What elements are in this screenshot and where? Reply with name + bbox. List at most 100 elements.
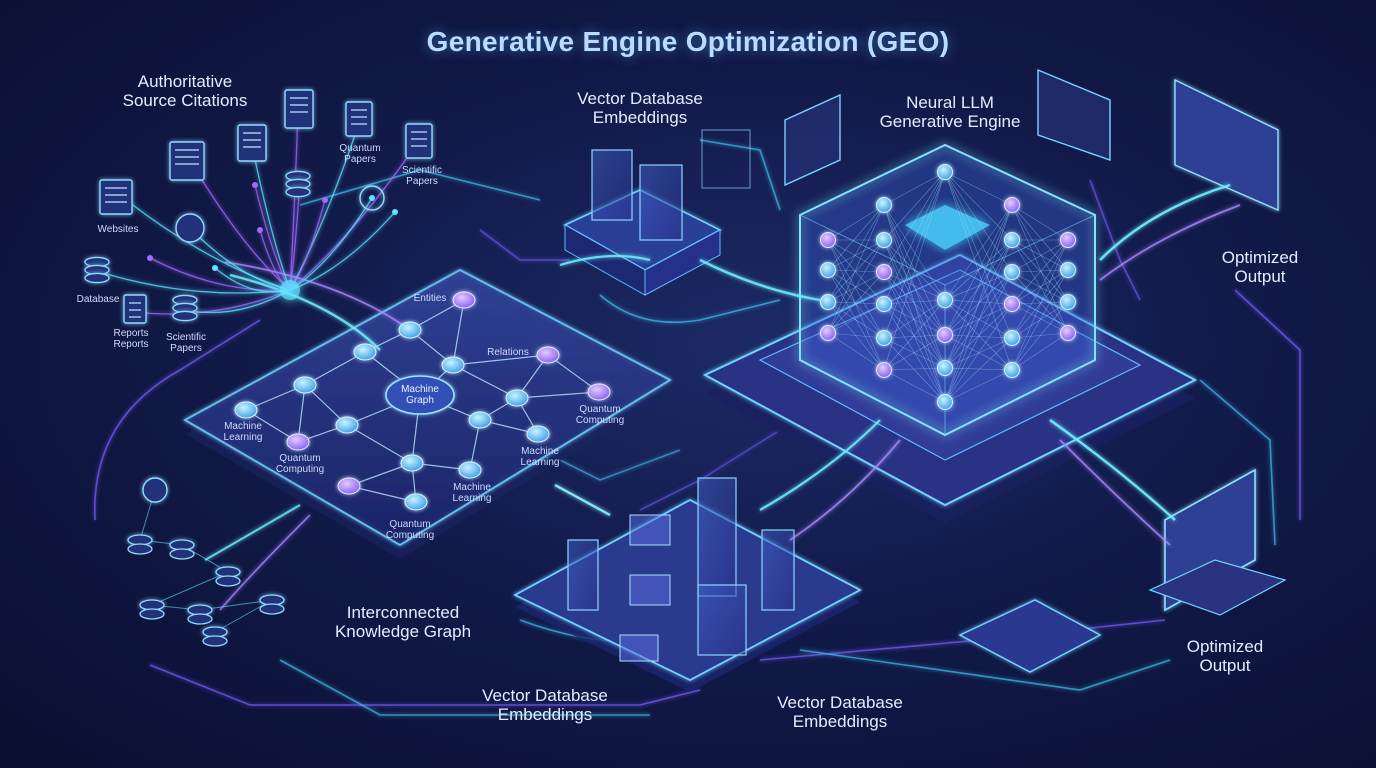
- graph-node: [398, 321, 422, 339]
- database-icon: [169, 548, 195, 560]
- citation-dot: [369, 195, 375, 201]
- neural-llm-cube: [799, 143, 1096, 437]
- nn-edge: [944, 204, 1013, 336]
- nn-edge: [883, 171, 946, 339]
- nn-edge: [883, 299, 946, 305]
- nn-edge: [1011, 204, 1069, 271]
- database-icon: [285, 186, 311, 198]
- nn-edge: [827, 301, 885, 339]
- nn-edge: [1011, 332, 1069, 339]
- nn-edge: [944, 299, 1013, 371]
- nn-edge: [883, 303, 946, 403]
- nn-edge: [944, 171, 1013, 305]
- globe-icon: [142, 477, 168, 503]
- graph-node: [587, 383, 611, 401]
- graph-edge: [452, 364, 518, 399]
- nn-edge: [944, 171, 1013, 273]
- nn-node: [937, 360, 953, 376]
- document-icon: [237, 124, 267, 162]
- nn-edge: [827, 239, 885, 271]
- nn-edge: [827, 239, 885, 303]
- nn-node: [937, 327, 953, 343]
- cluster-edge: [151, 571, 229, 606]
- nn-edge: [883, 271, 946, 403]
- nn-node: [1060, 294, 1076, 310]
- nn-edge: [827, 204, 885, 303]
- nn-edge: [944, 204, 1013, 369]
- graph-node: [234, 401, 258, 419]
- citation-dot: [212, 265, 218, 271]
- nn-node: [876, 264, 892, 280]
- graph-node: [526, 425, 550, 443]
- nn-node: [1004, 232, 1020, 248]
- nn-edge: [1011, 332, 1069, 371]
- knowledge-graph-nodes: [234, 291, 611, 511]
- citation-line: [189, 227, 291, 291]
- label-entities: Entities: [413, 293, 447, 304]
- nn-edge: [944, 239, 1013, 301]
- graph-edge: [346, 424, 413, 464]
- nn-edge: [944, 204, 1013, 301]
- nn-edge: [944, 204, 1013, 403]
- database-icon: [202, 635, 228, 647]
- graph-node: [335, 416, 359, 434]
- nn-edge: [827, 301, 885, 305]
- nn-edge: [827, 269, 885, 339]
- nn-edge: [944, 367, 1013, 371]
- nn-edge: [883, 369, 946, 403]
- citation-line: [289, 197, 373, 291]
- nn-node: [937, 394, 953, 410]
- nn-edge: [883, 171, 946, 371]
- citation-dot: [392, 209, 398, 215]
- nn-edge: [1011, 301, 1069, 371]
- graph-node: [293, 376, 317, 394]
- nn-edge: [944, 239, 1013, 369]
- bottom-left-database-cluster: [127, 477, 285, 647]
- citation-dot: [322, 197, 328, 203]
- nn-edge: [827, 204, 885, 241]
- neural-network-edges: [827, 171, 1069, 403]
- nn-edge: [883, 171, 946, 305]
- nn-edge: [827, 332, 885, 371]
- database-icon: [127, 543, 153, 555]
- neural-network-nodes: [820, 164, 1076, 410]
- nn-node: [820, 232, 836, 248]
- nn-edge: [827, 271, 885, 334]
- nn-edge: [944, 239, 1013, 403]
- graph-node: [468, 411, 492, 429]
- database-icon: [172, 310, 198, 322]
- vector-db-bottom-platform: [513, 477, 862, 692]
- nn-node: [820, 325, 836, 341]
- nn-edge: [827, 332, 885, 339]
- nn-edge: [827, 204, 885, 271]
- citation-line: [184, 289, 291, 314]
- graph-edge: [304, 351, 366, 386]
- nn-edge: [1011, 239, 1069, 334]
- nn-edge: [883, 204, 946, 336]
- nn-edge: [1011, 204, 1069, 334]
- nn-edge: [883, 337, 946, 369]
- nn-edge: [1011, 269, 1069, 371]
- label-relations: Relations: [487, 347, 529, 358]
- nn-node: [876, 232, 892, 248]
- nn-edge: [883, 299, 946, 339]
- nn-edge: [827, 239, 885, 339]
- graph-edge: [452, 299, 465, 366]
- source-icons: [84, 89, 433, 324]
- data-streams: [204, 183, 1241, 611]
- nn-edge: [883, 334, 946, 339]
- nn-edge: [944, 337, 1013, 403]
- graph-edge: [452, 354, 549, 366]
- nn-edge: [944, 171, 1013, 371]
- nn-edge: [1011, 239, 1069, 305]
- nn-edge: [944, 299, 1013, 339]
- nn-edge: [944, 303, 1013, 336]
- nn-edge: [944, 171, 1013, 206]
- database-icon: [139, 608, 165, 620]
